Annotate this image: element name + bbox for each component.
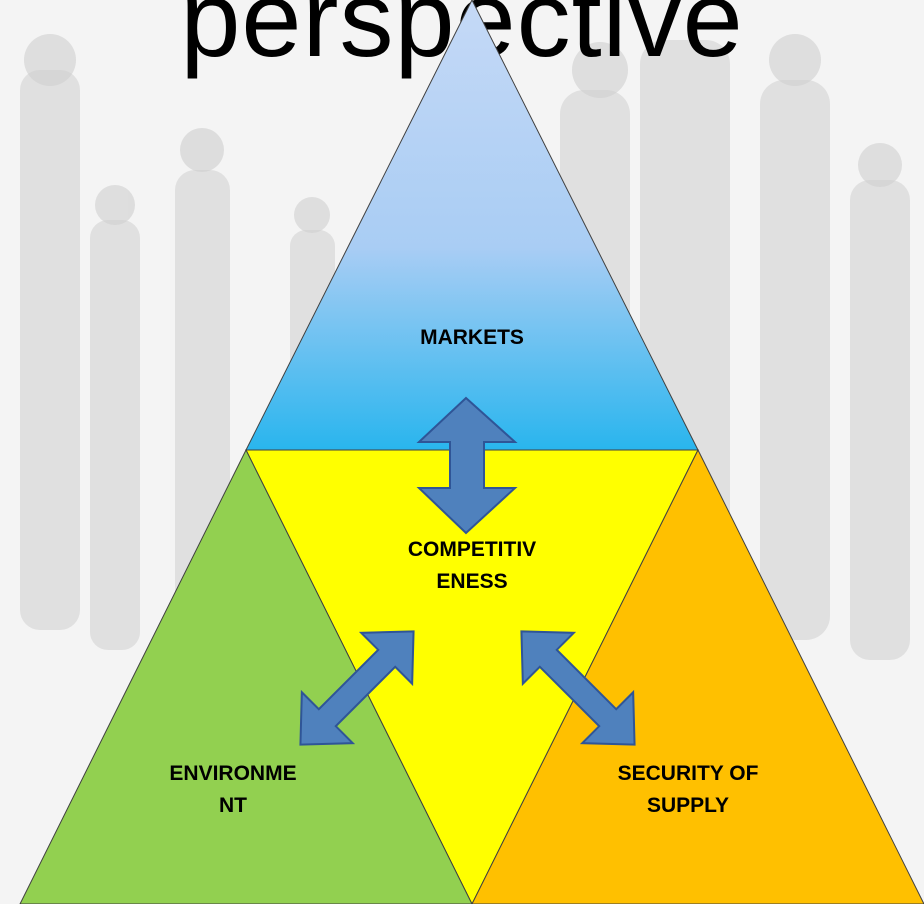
markets-triangle: [245, 0, 699, 451]
environment-label-line2: NT: [219, 794, 247, 817]
environment-label: ENVIRONME NT: [123, 758, 343, 822]
environment-label-line1: ENVIRONME: [169, 762, 297, 785]
markets-competitiveness-arrow: [416, 396, 518, 535]
security-of-supply-label-line1: SECURITY OF: [617, 762, 759, 785]
security-of-supply-label: SECURITY OF SUPPLY: [573, 758, 803, 822]
competitiveness-label-line2: ENESS: [436, 570, 508, 593]
markets-label: MARKETS: [420, 326, 524, 349]
competitiveness-label-line1: COMPETITIV: [407, 538, 537, 561]
competitiveness-security-arrow: [520, 630, 636, 746]
competitiveness-label: COMPETITIV ENESS: [347, 534, 597, 598]
security-of-supply-label-line2: SUPPLY: [646, 794, 730, 817]
environment-competitiveness-arrow: [299, 630, 415, 746]
